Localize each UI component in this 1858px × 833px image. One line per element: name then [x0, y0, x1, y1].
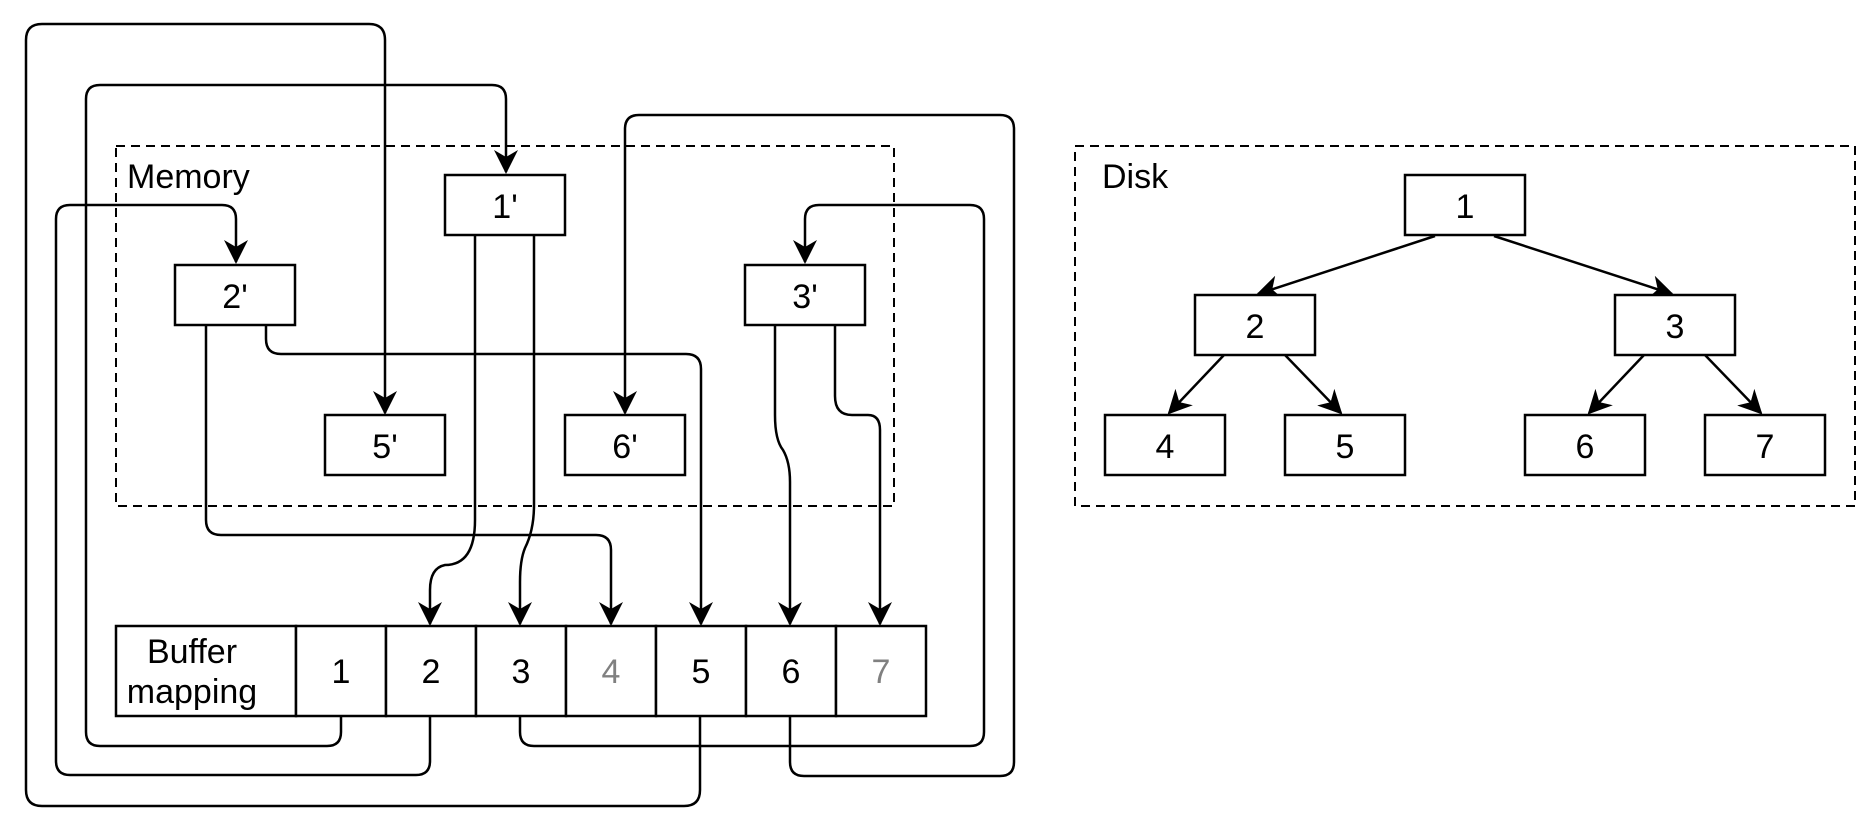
disk-node-7: 7 — [1703, 413, 1827, 477]
wire-node2p-to-buffer4 — [204, 325, 623, 626]
memory-label: Memory — [127, 158, 250, 196]
disk-label: Disk — [1102, 158, 1169, 196]
disk-node-4: 4 — [1103, 413, 1227, 477]
wire-buffer6-to-node6p — [613, 113, 1016, 778]
disk-node-5: 5 — [1283, 413, 1407, 477]
buffer-cell-4: 4 — [564, 624, 658, 718]
buffer-cell-3: 3 — [474, 624, 568, 718]
disk-edge-2-4 — [1167, 354, 1225, 415]
wire-node1p-to-buffer2 — [418, 235, 477, 626]
buffer-cell-5-label: 5 — [692, 653, 711, 691]
buffer-cell-1: 1 — [294, 624, 388, 718]
disk-node-5-label: 5 — [1336, 428, 1355, 466]
wire-buffer2-to-node2p — [54, 203, 432, 777]
disk-node-4-label: 4 — [1156, 428, 1175, 466]
buffer-label-line2: mapping — [127, 673, 257, 711]
disk-node-3-label: 3 — [1666, 308, 1685, 346]
wire-node2p-to-buffer5 — [264, 325, 713, 626]
disk-edge-3-6 — [1587, 354, 1645, 415]
buffer-cell-2: 2 — [384, 624, 478, 718]
disk-node-3: 3 — [1613, 293, 1737, 357]
wire-buffer3-to-node3p — [518, 203, 986, 748]
memory-node-5p: 5' — [323, 413, 447, 477]
disk-edge-3-7 — [1704, 354, 1763, 415]
memory-node-3p: 3' — [743, 263, 867, 327]
buffer-cell-1-label: 1 — [332, 653, 351, 691]
memory-region: Memory — [115, 145, 895, 507]
memory-node-2p: 2' — [173, 263, 297, 327]
buffer-cell-7-label: 7 — [872, 653, 891, 691]
wire-node3p-to-buffer7 — [833, 325, 892, 626]
disk-boundary — [1074, 145, 1856, 507]
buffer-label-cell — [114, 624, 298, 718]
disk-edge-2-5 — [1284, 354, 1343, 415]
buffer-cell-3-label: 3 — [512, 653, 531, 691]
wire-buffer5-to-node5p — [24, 22, 702, 808]
buffer-cell-6-label: 6 — [782, 653, 801, 691]
buffer-label-line1: Buffer — [147, 633, 237, 671]
disk-node-2-label: 2 — [1246, 308, 1265, 346]
disk-node-6-label: 6 — [1576, 428, 1595, 466]
disk-region: Disk — [1074, 145, 1856, 507]
disk-node-6: 6 — [1523, 413, 1647, 477]
wire-node3p-to-buffer6 — [773, 325, 802, 626]
buffer-mapping-table: Buffer mapping 1 2 3 4 5 6 7 — [114, 624, 928, 718]
buffer-cell-4-label: 4 — [602, 653, 621, 691]
disk-edge-1-2 — [1256, 234, 1436, 299]
memory-node-6p: 6' — [563, 413, 687, 477]
buffer-cell-2-label: 2 — [422, 653, 441, 691]
wires — [24, 22, 1763, 808]
disk-node-2: 2 — [1193, 293, 1317, 357]
wire-node1p-to-buffer3 — [508, 235, 536, 626]
buffer-cell-5: 5 — [654, 624, 748, 718]
wire-buffer1-to-node1p — [84, 83, 518, 748]
buffer-cell-6: 6 — [744, 624, 838, 718]
memory-node-1p-label: 1' — [492, 188, 517, 226]
disk-node-1-label: 1 — [1456, 188, 1475, 226]
memory-node-2p-label: 2' — [222, 278, 247, 316]
buffer-cell-7: 7 — [834, 624, 928, 718]
disk-node-1: 1 — [1403, 173, 1527, 237]
memory-node-1p: 1' — [443, 173, 567, 237]
memory-node-6p-label: 6' — [612, 428, 637, 466]
memory-node-3p-label: 3' — [792, 278, 817, 316]
disk-node-7-label: 7 — [1756, 428, 1775, 466]
buffer-cells: 1 2 3 4 5 6 7 — [294, 624, 928, 718]
disk-edge-1-3 — [1493, 234, 1674, 299]
memory-node-5p-label: 5' — [372, 428, 397, 466]
